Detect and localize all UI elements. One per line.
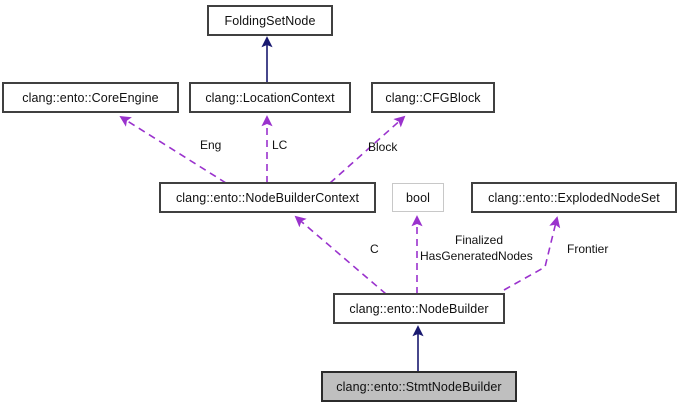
node-stmtnodebuilder[interactable]: clang::ento::StmtNodeBuilder: [321, 371, 517, 402]
node-bool[interactable]: bool: [392, 183, 444, 212]
node-label: clang::ento::ExplodedNodeSet: [488, 190, 660, 205]
edge-label-eng: Eng: [200, 138, 222, 152]
node-label: clang::ento::CoreEngine: [22, 90, 159, 105]
node-nodebuilder[interactable]: clang::ento::NodeBuilder: [333, 293, 505, 324]
node-cfgblock[interactable]: clang::CFGBlock: [371, 82, 495, 113]
node-locationcontext[interactable]: clang::LocationContext: [189, 82, 351, 113]
edge-usage-nodebuildercontext-cfgblock: [329, 115, 406, 184]
node-label: FoldingSetNode: [224, 13, 316, 28]
node-coreengine[interactable]: clang::ento::CoreEngine: [2, 82, 179, 113]
edge-usage-nodebuilder-nodebuildercontext: [294, 215, 387, 295]
edge-label-lc: LC: [272, 138, 288, 152]
node-label: clang::CFGBlock: [385, 90, 481, 105]
edge-usage-nodebuilder-explodednodeset: [503, 216, 561, 291]
edge-label-frontier: Frontier: [567, 242, 609, 256]
node-label: clang::ento::NodeBuilderContext: [175, 190, 360, 205]
edge-usage-nodebuildercontext-coreengine: [119, 116, 227, 184]
edge-label-block: Block: [368, 140, 398, 154]
node-label: clang::ento::StmtNodeBuilder: [336, 379, 502, 394]
node-label: clang::ento::NodeBuilder: [349, 301, 489, 316]
node-label: bool: [405, 190, 431, 205]
node-label: clang::LocationContext: [205, 90, 335, 105]
node-foldingsetnode[interactable]: FoldingSetNode: [207, 5, 333, 36]
edge-label-finalized: Finalized: [455, 233, 504, 247]
edge-label-c: C: [370, 242, 379, 256]
node-nodebuildercontext[interactable]: clang::ento::NodeBuilderContext: [159, 182, 376, 213]
edge-label-hasgeneratednodes: HasGeneratedNodes: [420, 249, 533, 263]
node-explodednodeset[interactable]: clang::ento::ExplodedNodeSet: [471, 182, 677, 213]
